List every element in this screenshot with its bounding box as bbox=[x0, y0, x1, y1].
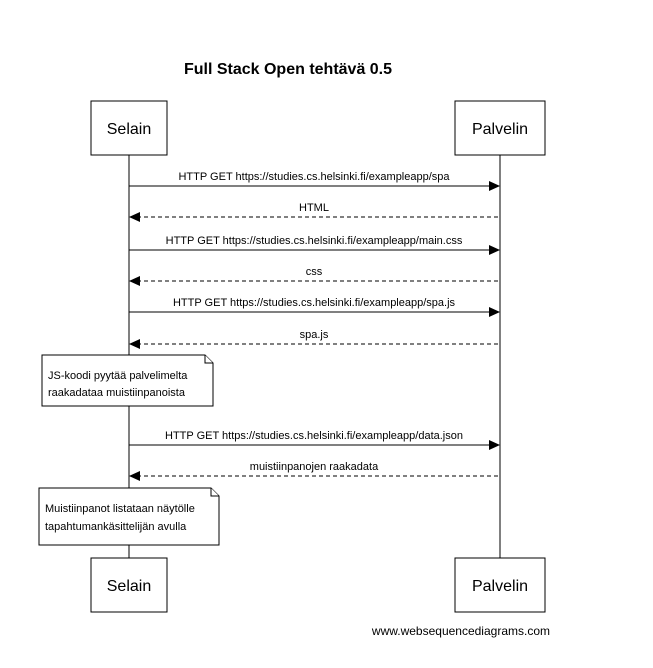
message-2: HTML bbox=[129, 202, 500, 222]
arrowhead-left bbox=[129, 276, 140, 286]
note-1: JS-koodi pyytää palvelimelta raakadataa … bbox=[41, 354, 214, 407]
message-label: muistiinpanojen raakadata bbox=[250, 461, 379, 473]
note-line: Muistiinpanot listataan näytölle bbox=[45, 503, 195, 515]
message-4: css bbox=[129, 266, 500, 286]
message-label: css bbox=[306, 266, 323, 278]
arrowhead-left bbox=[129, 339, 140, 349]
message-label: spa.js bbox=[300, 329, 329, 341]
message-label: HTTP GET https://studies.cs.helsinki.fi/… bbox=[165, 430, 463, 442]
message-label: HTML bbox=[299, 202, 329, 214]
actor-selain-top-label: Selain bbox=[107, 121, 151, 138]
message-1: HTTP GET https://studies.cs.helsinki.fi/… bbox=[129, 171, 500, 191]
arrowhead-right bbox=[489, 245, 500, 255]
message-label: HTTP GET https://studies.cs.helsinki.fi/… bbox=[178, 171, 450, 183]
watermark-link[interactable]: www.websequencediagrams.com bbox=[371, 624, 550, 638]
actor-selain-bottom-label: Selain bbox=[107, 578, 151, 595]
message-6: spa.js bbox=[129, 329, 500, 349]
arrowhead-right bbox=[489, 181, 500, 191]
note-line: JS-koodi pyytää palvelimelta bbox=[48, 370, 188, 382]
arrowhead-left bbox=[129, 212, 140, 222]
note-line: raakadataa muistiinpanoista bbox=[48, 387, 186, 399]
diagram-title: Full Stack Open tehtävä 0.5 bbox=[184, 61, 392, 78]
actor-selain-top: Selain bbox=[90, 100, 168, 156]
message-label: HTTP GET https://studies.cs.helsinki.fi/… bbox=[166, 235, 463, 247]
message-7: HTTP GET https://studies.cs.helsinki.fi/… bbox=[129, 430, 500, 450]
note-line: tapahtumankäsittelijän avulla bbox=[45, 521, 187, 533]
message-3: HTTP GET https://studies.cs.helsinki.fi/… bbox=[129, 235, 500, 255]
actor-palvelin-bottom: Palvelin bbox=[454, 557, 546, 613]
arrowhead-right bbox=[489, 440, 500, 450]
message-8: muistiinpanojen raakadata bbox=[129, 461, 500, 481]
arrowhead-left bbox=[129, 471, 140, 481]
actor-palvelin-top: Palvelin bbox=[454, 100, 546, 156]
arrowhead-right bbox=[489, 307, 500, 317]
actor-palvelin-bottom-label: Palvelin bbox=[472, 578, 528, 595]
message-label: HTTP GET https://studies.cs.helsinki.fi/… bbox=[173, 297, 456, 309]
note-2: Muistiinpanot listataan näytölle tapahtu… bbox=[38, 487, 220, 546]
message-5: HTTP GET https://studies.cs.helsinki.fi/… bbox=[129, 297, 500, 317]
actor-selain-bottom: Selain bbox=[90, 557, 168, 613]
actor-palvelin-top-label: Palvelin bbox=[472, 121, 528, 138]
